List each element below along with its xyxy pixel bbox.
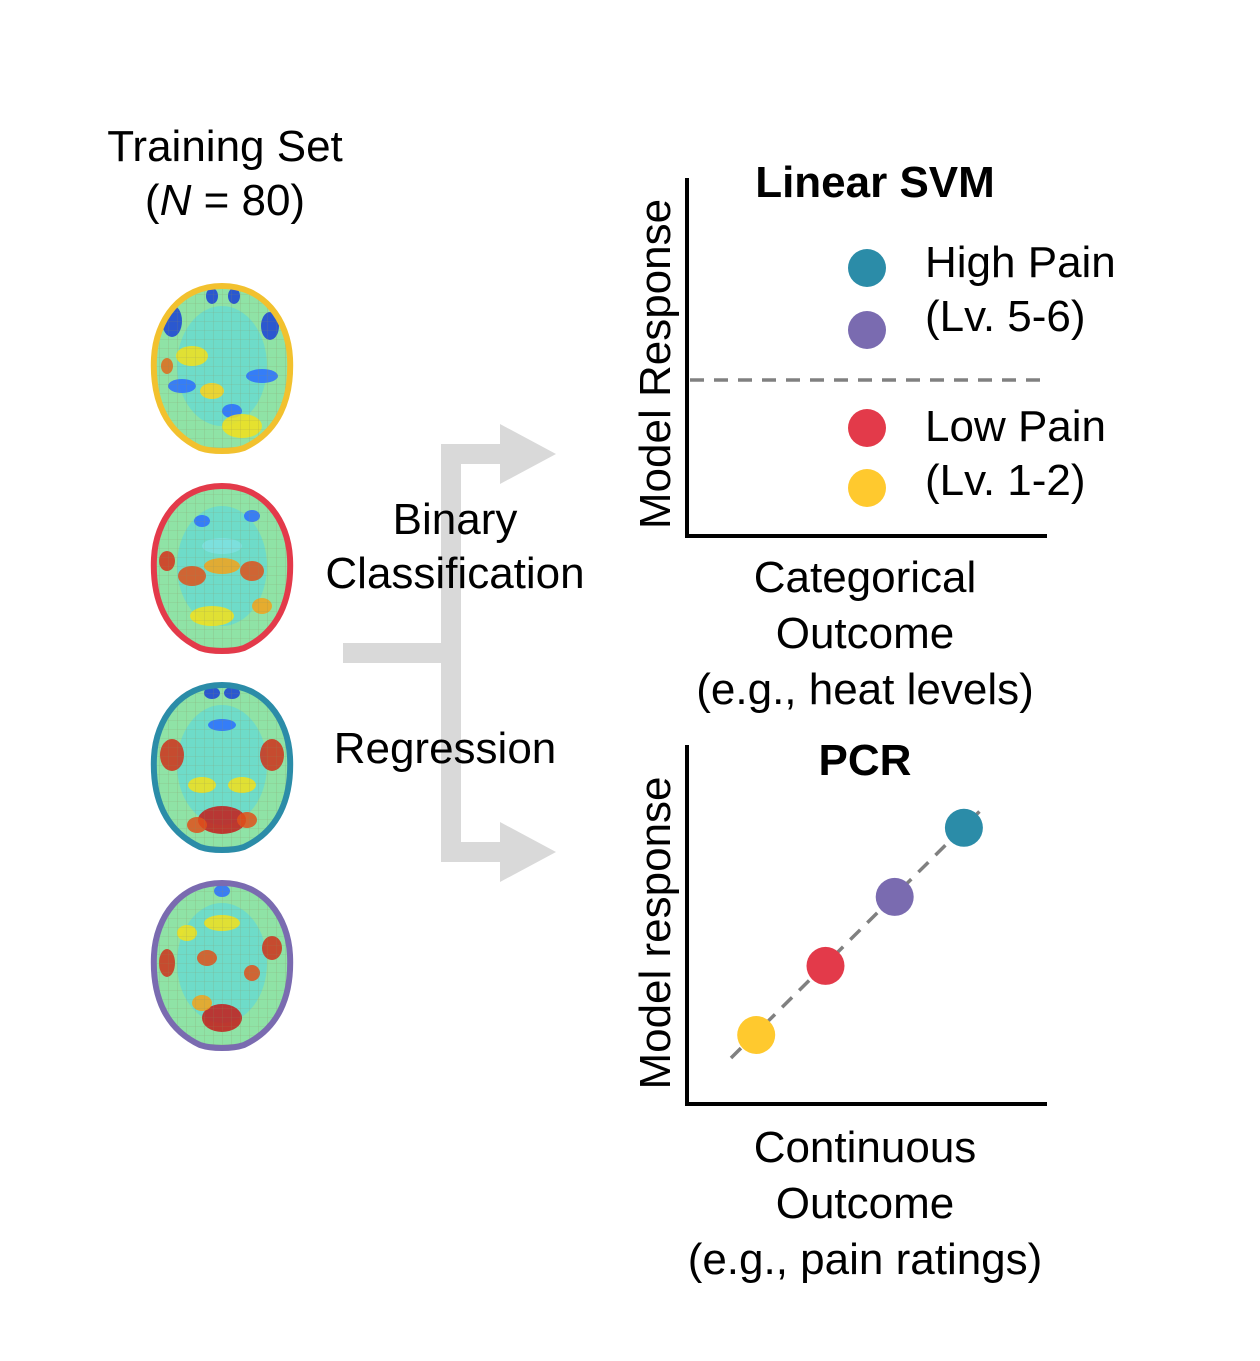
svm-legend-low: Low Pain (Lv. 1-2) — [925, 400, 1106, 508]
brain-low-2 — [150, 879, 294, 1051]
brain-high-2 — [150, 681, 294, 853]
svm-plot — [685, 178, 1047, 538]
arrow-trunk — [441, 452, 461, 862]
brain-low-1 — [150, 482, 294, 654]
arrow-bottom-head — [500, 822, 556, 882]
svm-x-label: Categorical Outcome (e.g., heat levels) — [665, 550, 1065, 718]
arrow-bottom-shaft — [441, 842, 503, 862]
arrow-top-shaft — [441, 444, 503, 464]
pcr-point-3 — [875, 877, 914, 916]
training-set-title: Training Set (N = 80) — [60, 120, 390, 228]
svm-legend-high: High Pain (Lv. 5-6) — [925, 236, 1116, 344]
pcr-x-label-line3: (e.g., pain ratings) — [687, 1235, 1043, 1284]
legend-dot-purple — [848, 311, 886, 349]
pcr-x-label-line2: Outcome — [775, 1179, 955, 1228]
binary-label-line1: Binary — [392, 495, 518, 544]
pcr-y-label: Model response — [631, 776, 680, 1090]
pcr-x-label-line1: Continuous — [753, 1123, 977, 1172]
pcr-points — [737, 808, 983, 1054]
svm-title: Linear SVM — [755, 158, 995, 207]
pcr-trend-line — [729, 803, 988, 1060]
legend-dot-yellow — [848, 469, 886, 507]
svm-x-label-line3: (e.g., heat levels) — [696, 665, 1034, 714]
legend-dot-red — [848, 409, 886, 447]
pcr-title: PCR — [818, 736, 912, 785]
binary-classification-label: Binary Classification — [300, 493, 610, 601]
training-set-n: (N = 80) — [144, 176, 306, 225]
pcr-point-1 — [737, 1016, 776, 1054]
arrow-top-head — [500, 424, 556, 484]
legend-high-line2: (Lv. 5-6) — [925, 292, 1086, 341]
svm-x-label-line2: Outcome — [775, 609, 955, 658]
legend-low-line2: (Lv. 1-2) — [925, 456, 1086, 505]
binary-label-line2: Classification — [325, 549, 585, 598]
pcr-x-label: Continuous Outcome (e.g., pain ratings) — [665, 1120, 1065, 1288]
branch-arrows — [343, 424, 556, 882]
legend-dot-teal — [848, 249, 886, 287]
brain-stack — [150, 282, 294, 1051]
pcr-point-4 — [944, 808, 983, 847]
brain-high-1 — [150, 282, 294, 454]
legend-high-line1: High Pain — [925, 238, 1116, 287]
pcr-point-2 — [806, 946, 845, 985]
svm-x-label-line1: Categorical — [753, 553, 977, 602]
legend-low-line1: Low Pain — [925, 402, 1107, 451]
arrow-stem — [343, 643, 455, 663]
pcr-plot — [685, 745, 1047, 1106]
svm-y-label: Model Response — [631, 198, 680, 530]
regression-label: Regression — [333, 724, 557, 773]
training-set-label: Training Set — [107, 122, 343, 171]
